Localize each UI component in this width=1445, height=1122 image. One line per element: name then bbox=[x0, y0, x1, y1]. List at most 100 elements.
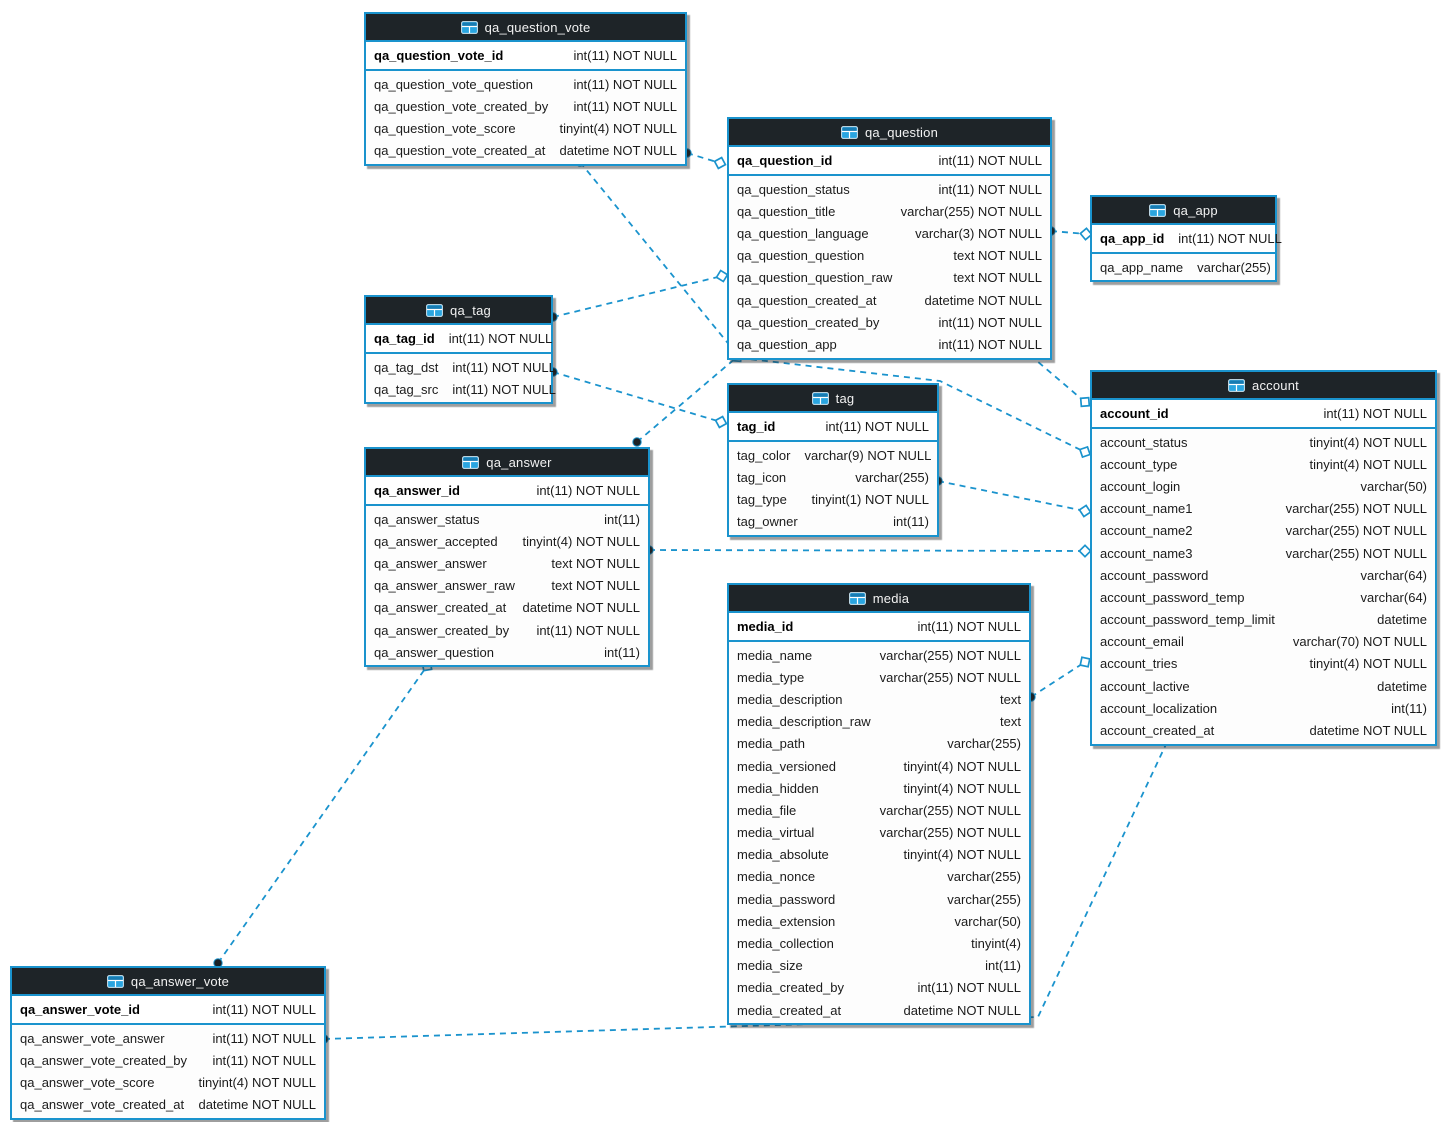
relation-line[interactable] bbox=[1030, 661, 1086, 698]
relation-qa_tag-to-tag[interactable] bbox=[548, 367, 728, 429]
relation-qa_question-to-qa_app[interactable] bbox=[1046, 226, 1093, 241]
relation-line[interactable] bbox=[1029, 354, 1086, 403]
table-header[interactable]: qa_answer_vote bbox=[12, 968, 324, 994]
relation-line[interactable] bbox=[686, 152, 721, 164]
table-header[interactable]: qa_question bbox=[729, 119, 1050, 145]
relation-line[interactable] bbox=[552, 371, 722, 423]
relation-line[interactable] bbox=[579, 161, 1086, 453]
relation-line[interactable] bbox=[217, 665, 428, 964]
table-header[interactable]: tag bbox=[729, 385, 937, 411]
relation-qa_answer_vote-to-qa_answer[interactable] bbox=[213, 660, 433, 968]
table-header[interactable]: account bbox=[1092, 372, 1435, 398]
relation-tag-to-account[interactable] bbox=[933, 476, 1092, 518]
relation-qa_answer-to-account[interactable] bbox=[644, 544, 1092, 558]
table-header[interactable]: qa_app bbox=[1092, 197, 1275, 223]
relation-line[interactable] bbox=[937, 480, 1086, 512]
table-header[interactable]: qa_tag bbox=[366, 297, 551, 323]
relation-qa_tag-to-qa_question[interactable] bbox=[548, 269, 729, 322]
table-header[interactable]: qa_answer bbox=[366, 449, 648, 475]
relation-line[interactable] bbox=[648, 549, 1086, 552]
relation-qa_answer-to-qa_question[interactable] bbox=[632, 351, 743, 447]
relation-media-to-account[interactable] bbox=[1026, 656, 1091, 702]
relation-line[interactable] bbox=[552, 275, 723, 318]
relation-qa_question_vote-to-qa_question[interactable] bbox=[682, 148, 727, 170]
table-header[interactable]: qa_question_vote bbox=[366, 14, 685, 40]
relation-line[interactable] bbox=[1050, 230, 1087, 235]
relation-line[interactable] bbox=[636, 356, 738, 443]
relation-line[interactable] bbox=[323, 739, 1169, 1040]
